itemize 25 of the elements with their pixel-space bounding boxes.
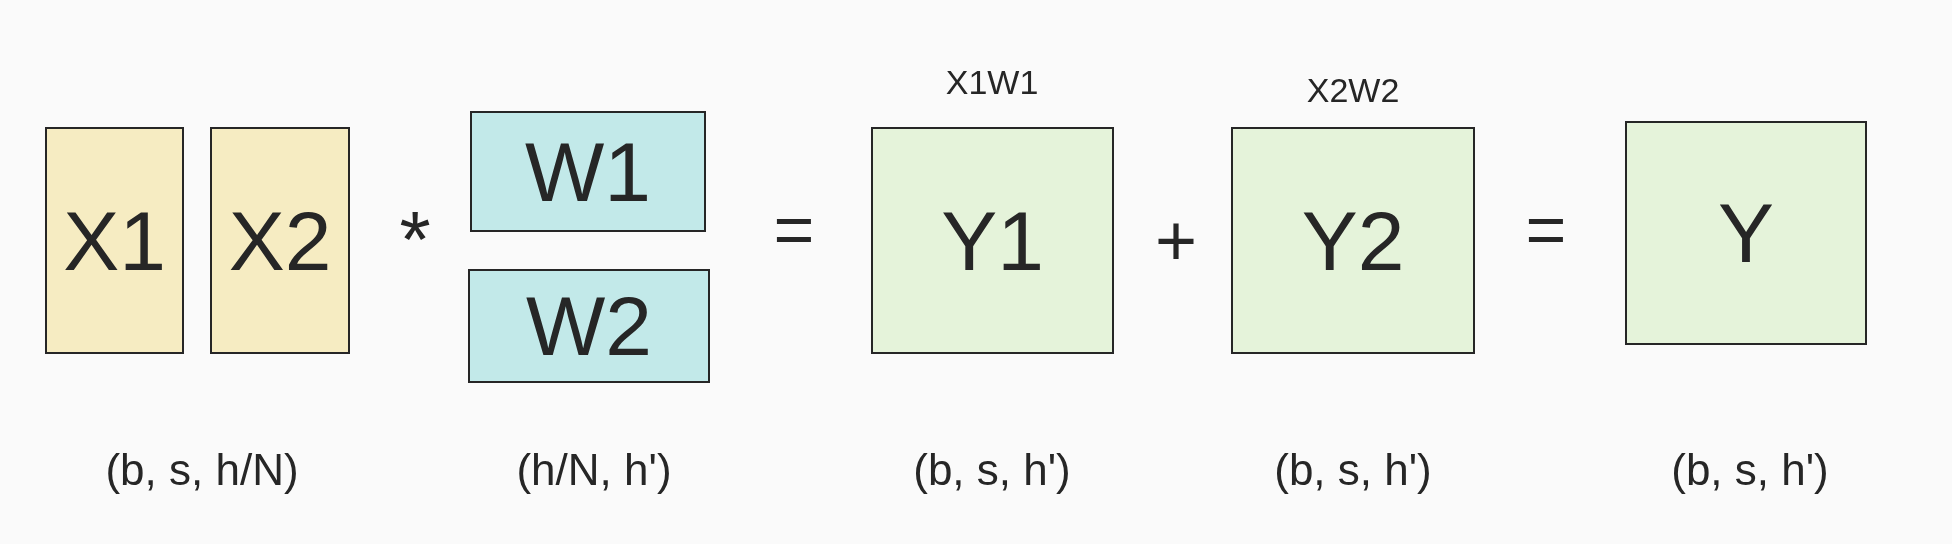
matrix-block <box>871 127 1114 354</box>
matrix-block <box>45 127 184 354</box>
shape-annotation: (b, s, h') <box>913 448 1071 492</box>
matrix-block <box>210 127 350 354</box>
shape-annotation: (b, s, h') <box>1671 448 1829 492</box>
matrix-block <box>470 111 706 232</box>
equals-sign: = <box>773 195 815 265</box>
matrix-name: X1 <box>63 198 166 283</box>
matrix-block <box>1625 121 1867 345</box>
product-caption: X1W1 <box>945 65 1039 99</box>
multiplication-sign: * <box>399 200 431 280</box>
matrix-name: Y <box>1718 191 1774 275</box>
equals-sign: = <box>1525 195 1567 265</box>
matrix-name: X2 <box>228 198 332 283</box>
plus-sign: + <box>1155 204 1197 276</box>
matrix-name: Y2 <box>1301 198 1405 283</box>
product-caption: X2W2 <box>1306 73 1400 107</box>
shape-annotation: (b, s, h') <box>1274 448 1432 492</box>
matrix-name: W2 <box>526 284 652 368</box>
matrix-block <box>1231 127 1475 354</box>
matrix-block <box>468 269 710 383</box>
shape-annotation: (h/N, h') <box>516 448 672 492</box>
matrix-name: W1 <box>525 129 651 214</box>
shape-annotation: (b, s, h/N) <box>105 448 299 492</box>
matrix-name: Y1 <box>941 198 1044 283</box>
